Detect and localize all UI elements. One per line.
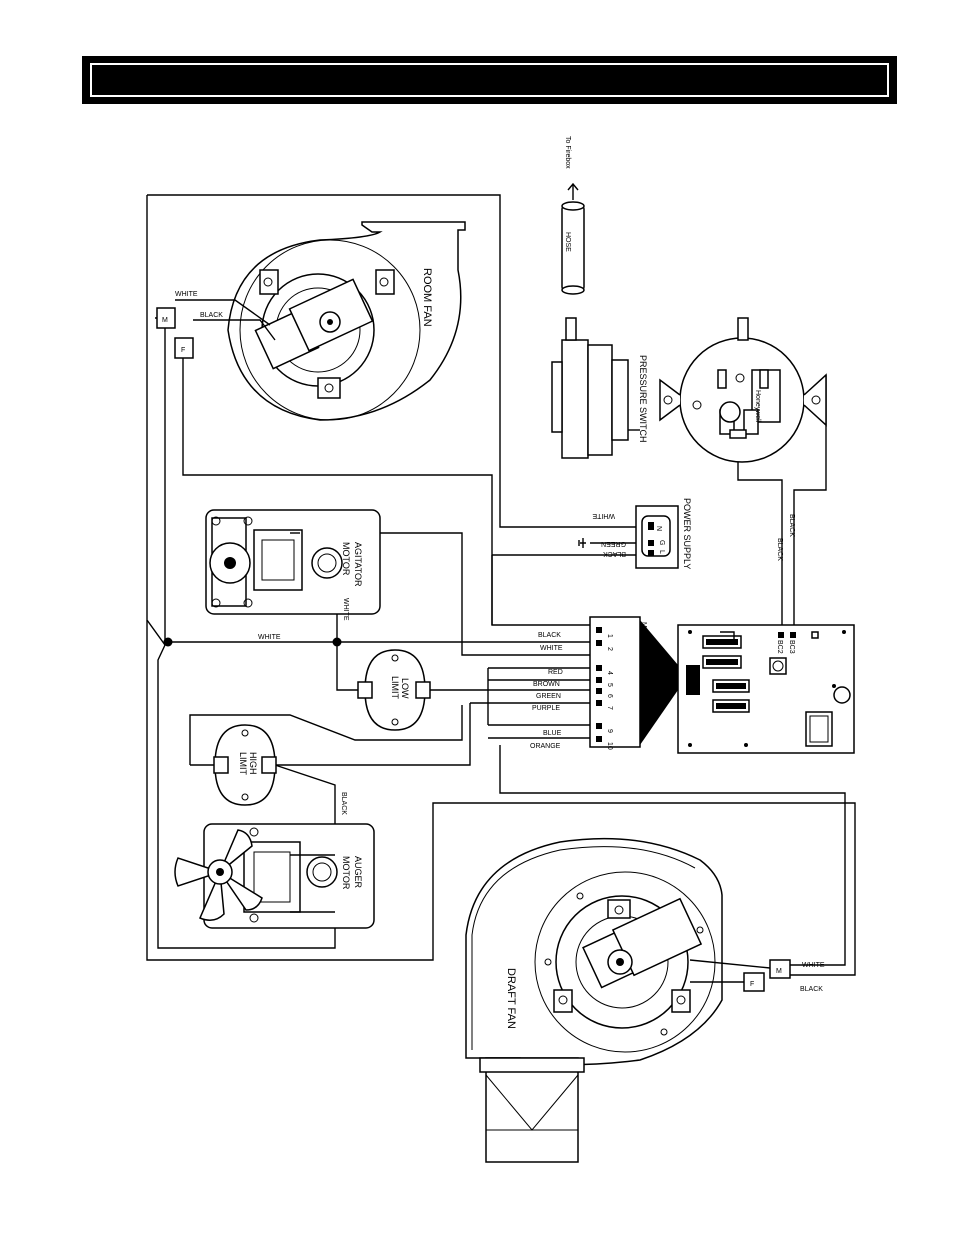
agitator-white-label: WHITE: [342, 598, 349, 621]
molex-wire-green: GREEN: [536, 693, 561, 700]
draft-fan: [465, 837, 723, 1163]
molex-pin-1: 1: [606, 634, 613, 638]
room-fan-terminal-m-label: M: [162, 317, 168, 324]
power-terminal-n: N: [655, 526, 662, 531]
power-green-label: GREEN: [601, 540, 626, 547]
to-firebox-label: To Firebox: [564, 136, 571, 169]
auger-label-1: AUGER: [353, 856, 363, 889]
high-limit: [213, 724, 277, 806]
hose: [561, 182, 585, 295]
power-supply: [578, 505, 679, 569]
wires: [146, 194, 856, 976]
auger-motor: [174, 823, 375, 929]
molex-wire-black: BLACK: [538, 632, 561, 639]
low-limit-label-2: LIMIT: [390, 676, 400, 700]
room-fan-terminal-f-label: F: [181, 347, 185, 354]
bc3-label: BC3: [788, 640, 795, 654]
molex-wire-brown: BROWN: [533, 681, 560, 688]
molex-wire-blue: BLUE: [543, 730, 562, 737]
molex-pin-2: 2: [606, 647, 613, 651]
room-fan-terminal-m: [156, 307, 176, 329]
molex-pin-9: 9: [606, 729, 613, 733]
molex-plug: [589, 616, 678, 748]
high-limit-label-1: HIGH: [248, 752, 258, 775]
hose-label: HOSE: [564, 232, 571, 252]
molex-pin-4: 4: [606, 671, 613, 675]
junction-dot: [163, 637, 173, 647]
pressure-switch-side: [551, 317, 640, 459]
molex-pin-5: 5: [606, 683, 613, 687]
agitator-label-1: AGITATOR: [353, 542, 363, 587]
draft-fan-label: DRAFT FAN: [505, 968, 517, 1029]
power-white-label: WHITE: [592, 512, 615, 519]
agitator-label-2: MOTOR: [341, 542, 351, 576]
junction-dot: [332, 637, 342, 647]
power-black-label: BLACK: [603, 550, 626, 557]
draft-fan-terminal-m: [769, 959, 791, 979]
header-bar: [82, 56, 897, 104]
room-fan-label: ROOM FAN: [421, 268, 433, 327]
ps-black-label-1: BLACK: [788, 514, 795, 537]
molex-pin-7: 7: [606, 706, 613, 710]
molex-label: MOLEX PLUG TO CIRCUIT BOARD: [640, 622, 647, 736]
draft-fan-white-label: WHITE: [802, 962, 825, 969]
draft-fan-black-label: BLACK: [800, 986, 823, 993]
room-fan-white-label: WHITE: [175, 291, 198, 298]
room-fan-black-label: BLACK: [200, 312, 223, 319]
pressure-switch-front: [659, 317, 827, 463]
molex-wire-white: WHITE: [540, 645, 563, 652]
auger-label-2: MOTOR: [341, 856, 351, 890]
high-limit-label-2: LIMIT: [238, 752, 248, 776]
bc2-label: BC2: [776, 640, 783, 654]
room-fan: [227, 221, 466, 421]
room-fan-terminal-f: [174, 337, 194, 359]
low-limit: [357, 649, 431, 731]
header-frame: [90, 63, 889, 97]
molex-pin-6: 6: [606, 694, 613, 698]
low-limit-label-1: LOW: [400, 678, 410, 699]
agitator-motor: [205, 509, 381, 615]
high-limit-black-label: BLACK: [340, 792, 347, 815]
molex-wire-orange: ORANGE: [530, 743, 561, 750]
trunk-white-label: WHITE: [258, 634, 281, 641]
ps-black-label-2: BLACK: [776, 538, 783, 561]
power-terminal-l: L: [658, 550, 665, 554]
molex-wire-red: RED: [548, 669, 563, 676]
circuit-board: [677, 624, 855, 754]
molex-wire-purple: PURPLE: [532, 705, 560, 712]
power-terminal-g: G: [658, 540, 665, 545]
power-supply-label: POWER SUPPLY: [682, 498, 692, 569]
molex-pin-10: 10: [606, 742, 613, 750]
honeywell-label: Honeywell: [754, 390, 761, 423]
pressure-switch-label: PRESSURE SWITCH: [638, 355, 648, 443]
draft-fan-terminal-f-label: F: [750, 981, 754, 988]
draft-fan-terminal-m-label: M: [776, 968, 782, 975]
